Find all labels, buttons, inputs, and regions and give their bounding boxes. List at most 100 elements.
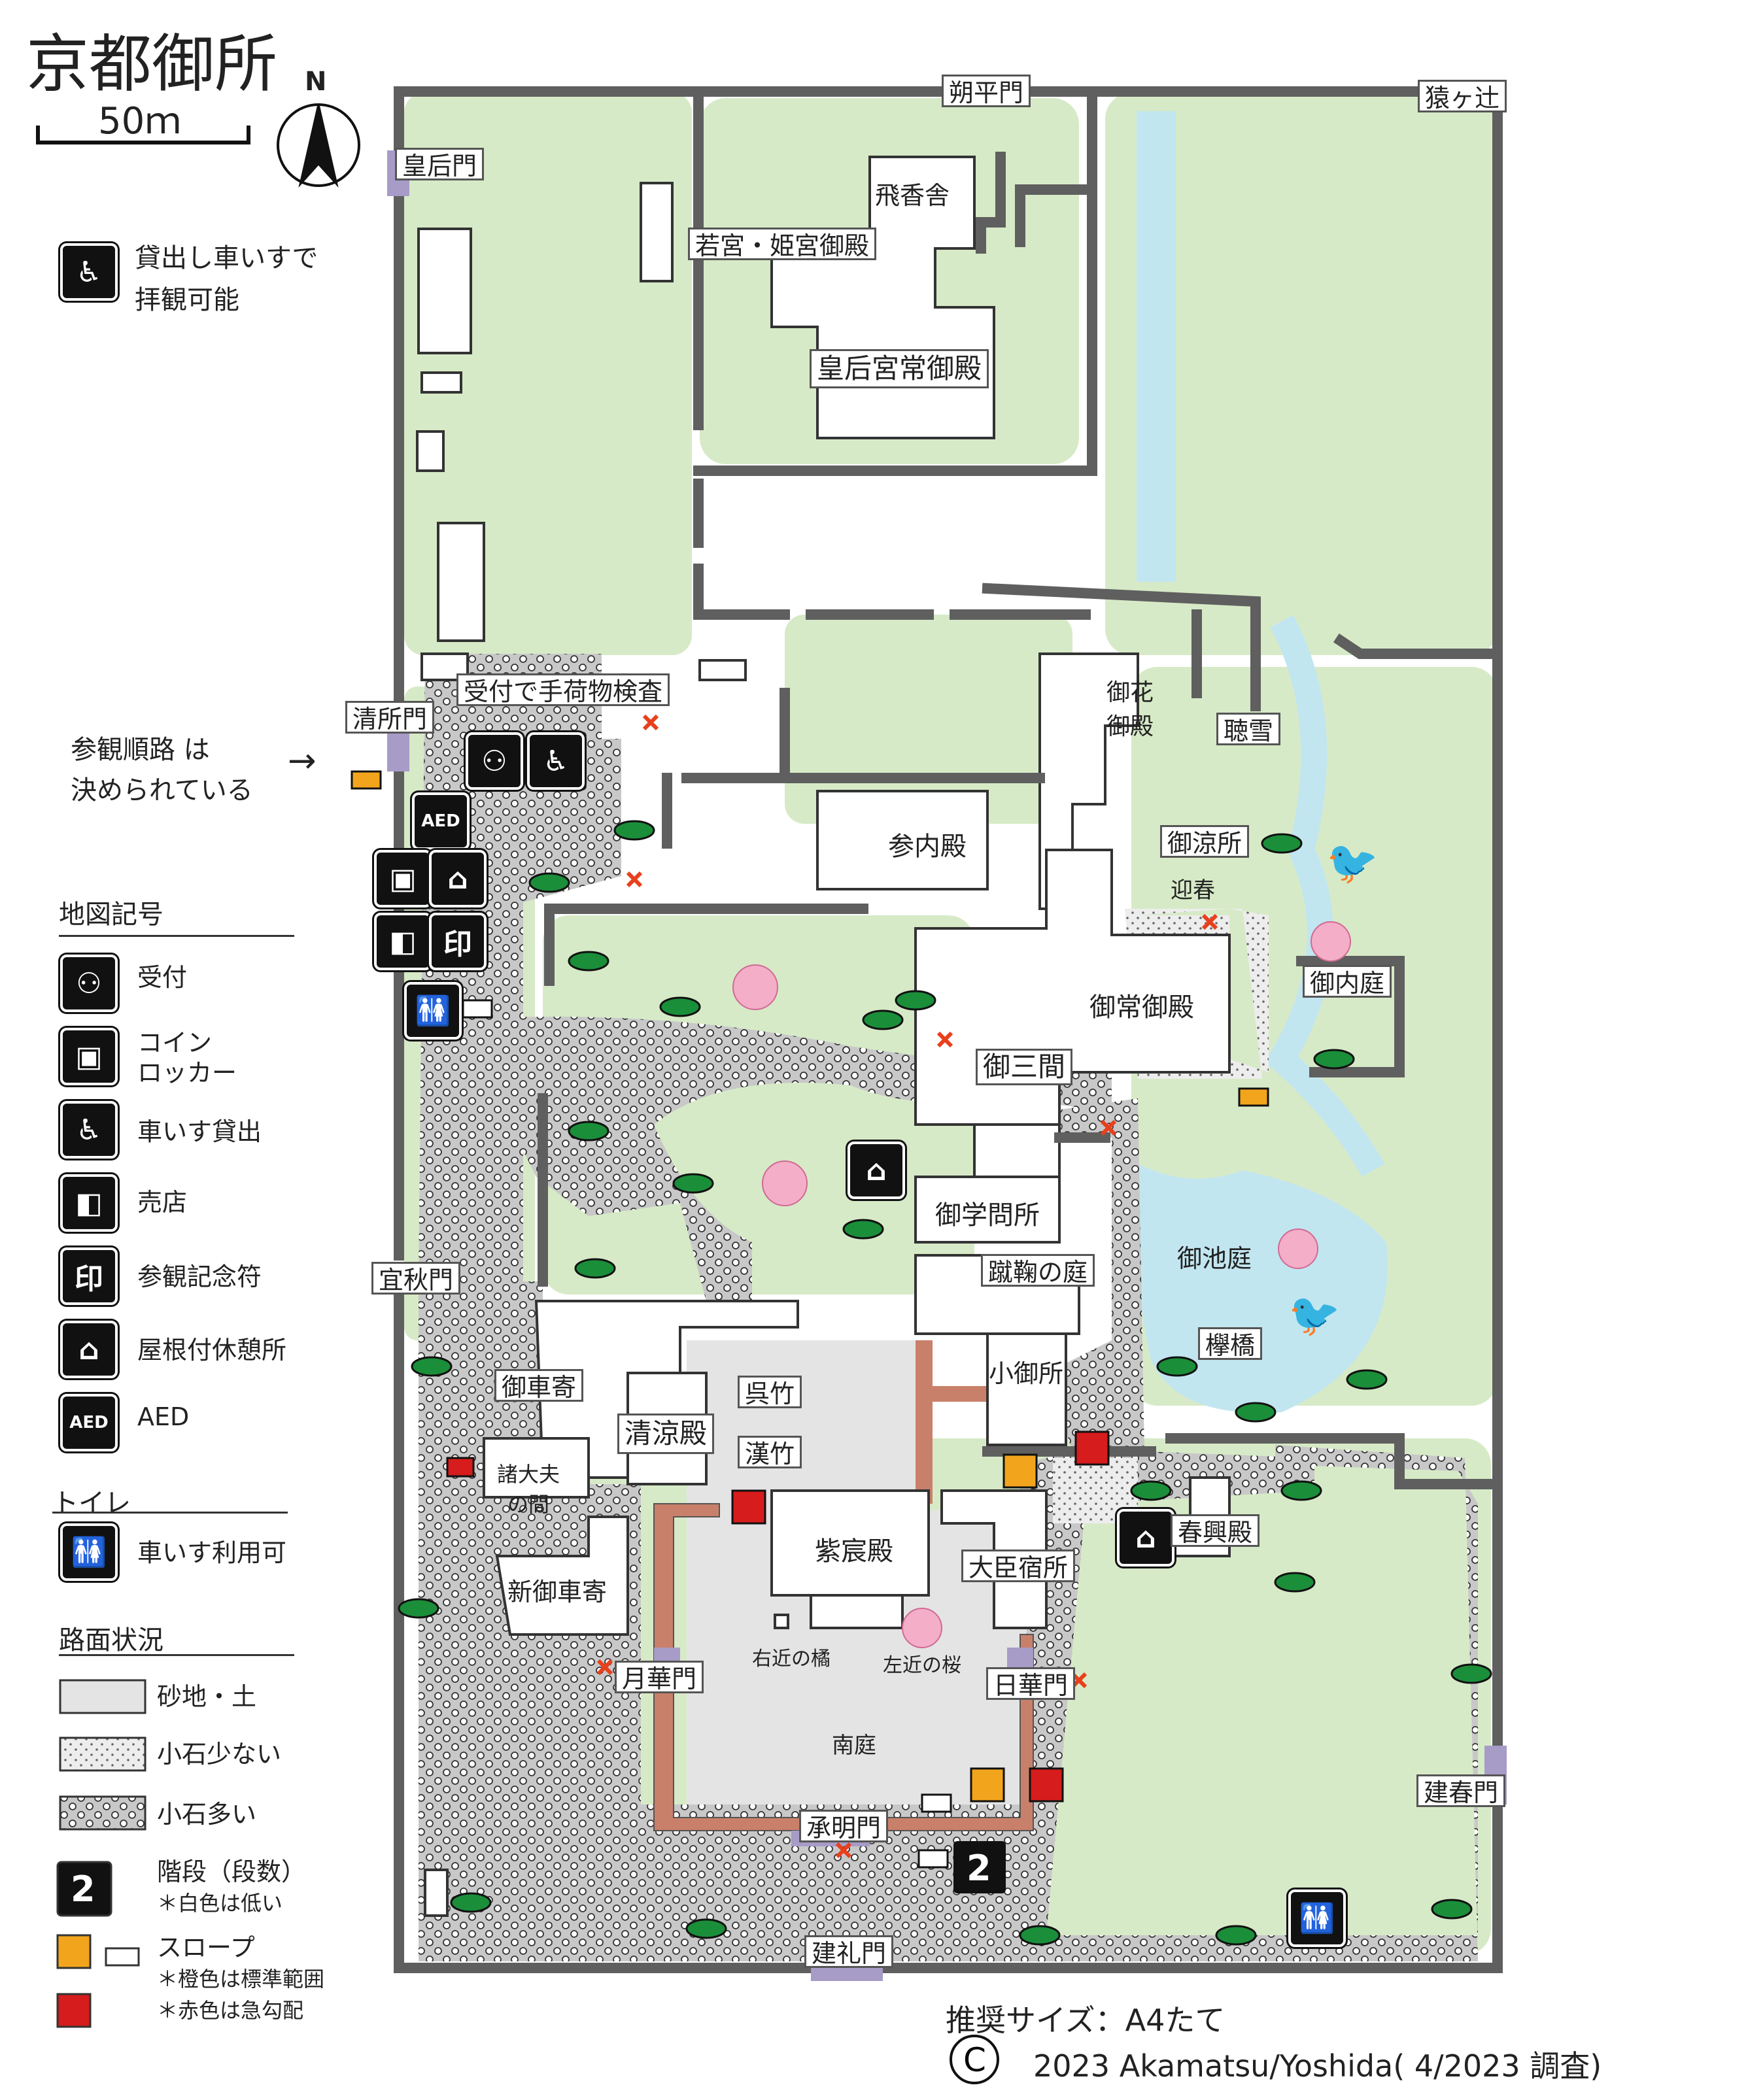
legend-stairs-number: 2 bbox=[71, 1869, 95, 1910]
bird-icon: 🐦 bbox=[1288, 1291, 1341, 1340]
locker-icon: ▣ bbox=[60, 1028, 118, 1085]
bldg-nantei: 南庭 bbox=[832, 1733, 876, 1759]
bldg-ogakumonjo: 御学問所 bbox=[935, 1200, 1040, 1230]
gate-kenshun: 建春門 bbox=[1416, 1774, 1506, 1807]
toilet-rule bbox=[52, 1512, 288, 1514]
legend-rest-area: 屋根付休憩所 bbox=[137, 1336, 287, 1364]
gate-northeast: 猿ヶ辻 bbox=[1418, 80, 1507, 112]
bldg-osanma: 御三間 bbox=[976, 1049, 1073, 1085]
stamp-icon: 印 bbox=[429, 913, 487, 970]
gate-empress: 皇后門 bbox=[395, 148, 485, 180]
rest-area-icon: ⌂ bbox=[429, 850, 487, 907]
bldg-chosetsu: 聴雪 bbox=[1216, 713, 1281, 745]
walls bbox=[394, 86, 1503, 1973]
page-title: 京都御所 bbox=[26, 27, 277, 101]
gate-kenrei: 建礼門 bbox=[804, 1935, 894, 1968]
bldg-daijinshuku: 大臣宿所 bbox=[961, 1550, 1076, 1582]
bldg-shodaibu: 諸大夫 の間 bbox=[497, 1462, 560, 1517]
rental-note-line2: 拝観可能 bbox=[135, 285, 239, 315]
legend-reception: 受付 bbox=[137, 963, 188, 992]
footer-copyright: 2023 Akamatsu/Yoshida( 4/2023 調査) bbox=[1033, 2048, 1602, 2084]
bldg-keyakibashi: 欅橋 bbox=[1198, 1327, 1263, 1360]
pine-trees bbox=[398, 820, 1492, 1946]
surface-rule bbox=[59, 1654, 294, 1656]
bldg-otsunegoten: 御常御殿 bbox=[1089, 992, 1194, 1023]
gate-nikka: 日華門 bbox=[986, 1667, 1076, 1700]
legend-shop: 売店 bbox=[137, 1188, 188, 1217]
reception-icon: ⚇ bbox=[466, 732, 523, 790]
legend-title: 地図記号 bbox=[59, 900, 163, 930]
bldg-sannaiden: 参内殿 bbox=[888, 832, 967, 862]
locker-icon: ▣ bbox=[374, 850, 432, 907]
bldg-kogogu: 皇后宮常御殿 bbox=[810, 349, 989, 388]
bldg-ukon: 右近の橘 bbox=[752, 1648, 831, 1670]
bldg-shinmikuruma: 新御車寄 bbox=[507, 1578, 608, 1606]
shishinden-court-sand bbox=[687, 1340, 922, 1510]
legend-stamp: 参観記念符 bbox=[137, 1262, 262, 1291]
route-note-line2: 決められている bbox=[71, 775, 253, 805]
scale-bar bbox=[36, 126, 250, 144]
rest-area-icon: ⌂ bbox=[60, 1321, 118, 1378]
rest-area-icon: ⌂ bbox=[848, 1142, 905, 1199]
legend-aed: AED bbox=[137, 1402, 190, 1431]
legend-slope-note1: ＊橙色は標準範囲 bbox=[157, 1967, 325, 1991]
bldg-oryosho: 御涼所 bbox=[1160, 825, 1250, 858]
legend-stairs: 階段（段数） bbox=[157, 1857, 307, 1886]
bldg-okurumayose: 御車寄 bbox=[494, 1369, 584, 1402]
bldg-sakon: 左近の桜 bbox=[883, 1654, 961, 1677]
wheelchair-rental-icon: ♿ bbox=[60, 243, 118, 301]
rental-note-line1: 貸出し車いすで bbox=[135, 243, 318, 273]
bldg-hikyosha: 飛香舎 bbox=[875, 181, 950, 210]
wheelchair-rental-icon: ♿ bbox=[527, 732, 585, 790]
bldg-kogosho: 小御所 bbox=[989, 1359, 1064, 1388]
legend-many-pebbles: 小石多い bbox=[157, 1800, 257, 1829]
north-label: N bbox=[305, 67, 327, 97]
route-note-line1: 参観順路 は bbox=[71, 735, 210, 765]
copyright-circle bbox=[950, 2035, 999, 2084]
footer-size: 推奨サイズ：A4たて bbox=[946, 2003, 1225, 2038]
bldg-onhana: 御花 御殿 bbox=[1106, 679, 1154, 740]
gate-gishu: 宜秋門 bbox=[371, 1262, 461, 1295]
copyright-c: C bbox=[963, 2041, 986, 2079]
east-corridor-branch bbox=[929, 1386, 987, 1402]
toilet-title: トイレ bbox=[52, 1488, 131, 1518]
bldg-wakamiya: 若宮・姫宮御殿 bbox=[688, 228, 877, 260]
east-corridor bbox=[916, 1340, 933, 1504]
gate-north: 朔平門 bbox=[942, 75, 1031, 107]
aed-icon: AED bbox=[412, 792, 470, 850]
reception-icon: ⚇ bbox=[60, 955, 118, 1012]
bldg-onaitei: 御内庭 bbox=[1303, 965, 1392, 998]
legend-slope: スロープ bbox=[157, 1933, 255, 1962]
heavy-pebble-path bbox=[419, 654, 1478, 1961]
toilet-icon: 🚻 bbox=[404, 982, 462, 1040]
legend-toilet: 車いす利用可 bbox=[137, 1538, 287, 1567]
bldg-reception: 受付で手荷物検査 bbox=[456, 673, 670, 706]
legend-rule bbox=[59, 935, 294, 937]
slope-markers bbox=[351, 770, 1269, 1869]
scale-label: 50ｍ bbox=[98, 100, 182, 143]
bird-icon: 🐦 bbox=[1326, 839, 1379, 887]
shop-icon: ◧ bbox=[374, 913, 432, 970]
legend-stairs-note: ＊白色は低い bbox=[157, 1891, 283, 1916]
toilet-icon: 🚻 bbox=[1288, 1889, 1346, 1947]
legend-wheelchair-rental: 車いす貸出 bbox=[137, 1117, 262, 1146]
bldg-shishinden: 紫宸殿 bbox=[815, 1536, 893, 1567]
surface-title: 路面状況 bbox=[59, 1625, 163, 1655]
bldg-kawatake: 漢竹 bbox=[738, 1436, 802, 1468]
legend-slope-note2: ＊赤色は急勾配 bbox=[157, 1998, 304, 2023]
gate-shomei: 承明門 bbox=[799, 1810, 889, 1842]
legend-sand: 砂地・土 bbox=[157, 1682, 257, 1711]
cherry-blossoms bbox=[732, 921, 1351, 1648]
legend-few-pebbles: 小石少ない bbox=[157, 1740, 282, 1769]
bldg-oikeniwa: 御池庭 bbox=[1177, 1244, 1252, 1273]
bldg-shunkoden: 春興殿 bbox=[1171, 1514, 1260, 1547]
south-court-corridor bbox=[653, 1503, 1034, 1831]
compass bbox=[277, 103, 360, 188]
shop-icon: ◧ bbox=[60, 1174, 118, 1232]
bldg-kemari: 蹴鞠の庭 bbox=[981, 1254, 1095, 1287]
stairs-icon bbox=[953, 1841, 1006, 1893]
gate-seisho: 清所門 bbox=[345, 701, 435, 734]
closed-marks bbox=[596, 714, 1218, 1859]
legend-locker: コイン ロッカー bbox=[137, 1028, 237, 1087]
